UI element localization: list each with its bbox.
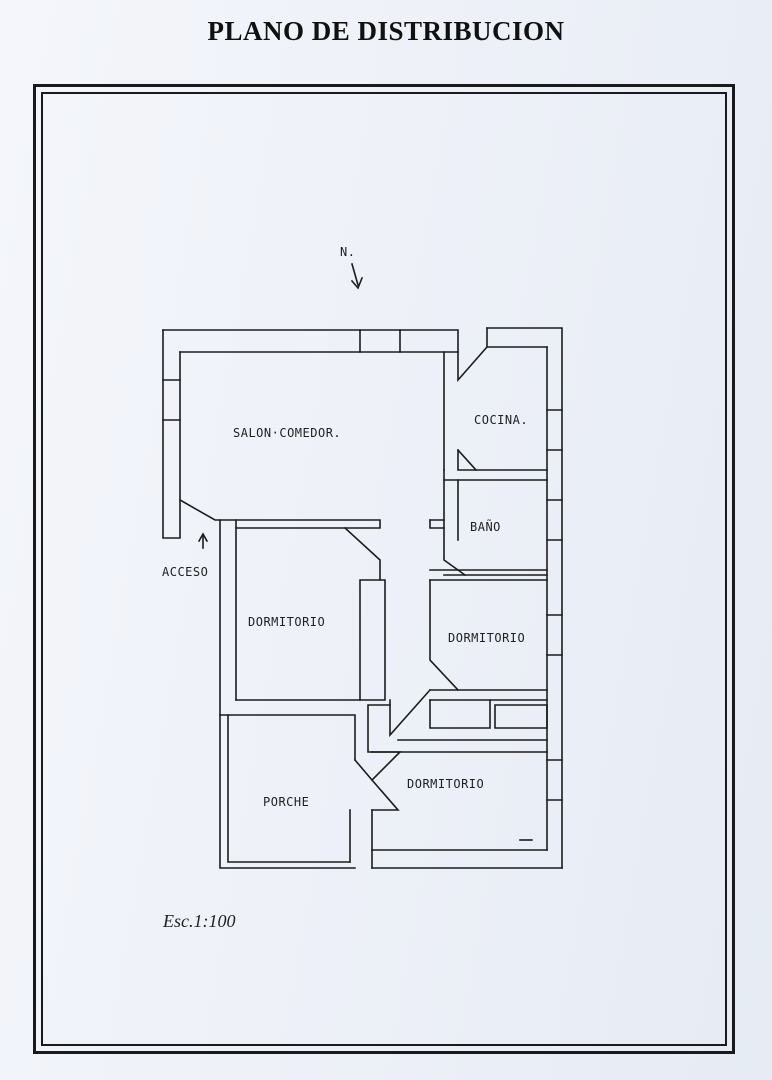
north-arrow-icon — [350, 263, 364, 290]
outer-frame — [33, 84, 735, 1054]
inner-frame — [41, 92, 727, 1046]
lower-walls — [353, 688, 548, 851]
room-label-dormitorio-bottom: DORMITORIO — [407, 777, 484, 791]
outer-wall — [162, 327, 563, 869]
bath-walls — [429, 479, 548, 577]
room-label-bano: BAÑO — [470, 519, 501, 534]
access-label: ACCESO — [162, 565, 208, 579]
room-label-dormitorio-left: DORMITORIO — [248, 615, 325, 629]
page-title: PLANO DE DISTRIBUCION — [207, 16, 565, 46]
kitchen-walls — [443, 345, 548, 521]
corridor-walls — [178, 498, 386, 701]
scale-label: Esc.1:100 — [162, 911, 235, 931]
access-arrow-icon — [197, 532, 209, 549]
room-label-salon: SALON·COMEDOR. — [233, 426, 341, 440]
north-label: N. — [340, 245, 355, 259]
room-label-dormitorio-right: DORMITORIO — [448, 631, 525, 645]
room-label-cocina: COCINA. — [474, 413, 528, 427]
dorm-right-walls — [429, 579, 548, 729]
room-label-porche: PORCHE — [263, 795, 309, 809]
